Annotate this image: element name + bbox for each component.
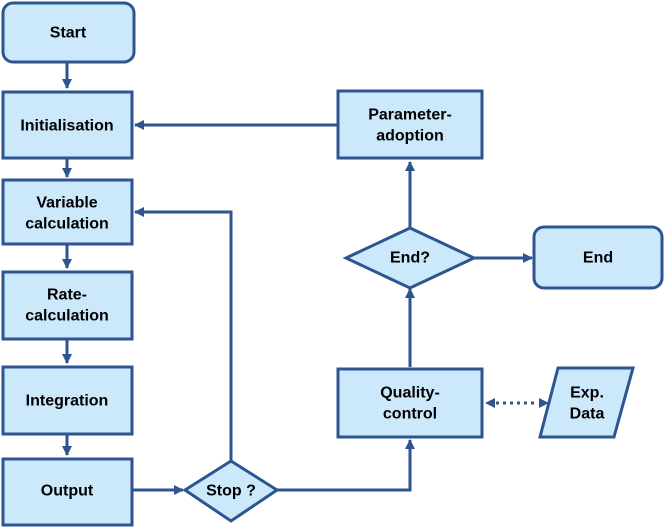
stop-decision-shape [182, 459, 280, 523]
node-variable-calculation: Variable calculation [1, 178, 134, 246]
edge-stop-decision-to-variable-calculation [134, 207, 233, 461]
node-stop-decision: Stop ? [182, 459, 280, 523]
start-shape [1, 1, 136, 64]
integration-label: Integration [26, 393, 109, 410]
parameter-adoption-label-line-2: adoption [376, 128, 444, 145]
node-parameter-adoption: Parameter- adoption [336, 89, 484, 160]
node-quality-control: Quality- control [336, 367, 484, 439]
end-shape [532, 225, 664, 290]
quality-control-shape [336, 367, 484, 439]
parameter-adoption-shape [336, 89, 484, 160]
rate-calculation-label-line-1: Rate- [47, 287, 87, 304]
variable-calculation-label-line-2: calculation [25, 216, 109, 233]
edge-stop-decision-to-quality-control [277, 439, 415, 492]
arrowhead-to-quality-control [485, 398, 495, 408]
exp-data-label-line-2: Data [570, 406, 605, 423]
initialisation-label: Initialisation [20, 118, 113, 135]
stop-decision-label: Stop ? [206, 483, 256, 500]
variable-calculation-label-line-1: Variable [36, 195, 97, 212]
edges [62, 63, 549, 495]
initialisation-shape [1, 90, 134, 160]
exp-data-shape [538, 366, 635, 439]
node-end-decision: End? [342, 226, 478, 290]
parameter-adoption-label-line-1: Parameter- [368, 107, 452, 124]
arrowhead-to-exp-data [539, 398, 549, 408]
rate-calculation-label-line-2: calculation [25, 308, 109, 325]
output-label: Output [41, 483, 94, 500]
node-integration: Integration [1, 365, 134, 436]
integration-shape [1, 365, 134, 436]
quality-control-label-line-2: control [383, 406, 437, 423]
node-exp-data: Exp. Data [538, 366, 635, 439]
end-decision-label: End? [390, 250, 430, 267]
end-decision-shape [342, 226, 478, 290]
node-end: End [532, 225, 664, 290]
start-label: Start [50, 25, 87, 42]
exp-data-label-line-1: Exp. [570, 385, 604, 402]
variable-calculation-shape [1, 178, 134, 246]
node-initialisation: Initialisation [1, 90, 134, 160]
rate-calculation-shape [1, 270, 134, 341]
output-shape [1, 457, 134, 527]
quality-control-label-line-1: Quality- [380, 385, 440, 402]
end-label: End [583, 250, 613, 267]
node-start: Start [1, 1, 136, 64]
node-rate-calculation: Rate- calculation [1, 270, 134, 341]
node-output: Output [1, 457, 134, 527]
